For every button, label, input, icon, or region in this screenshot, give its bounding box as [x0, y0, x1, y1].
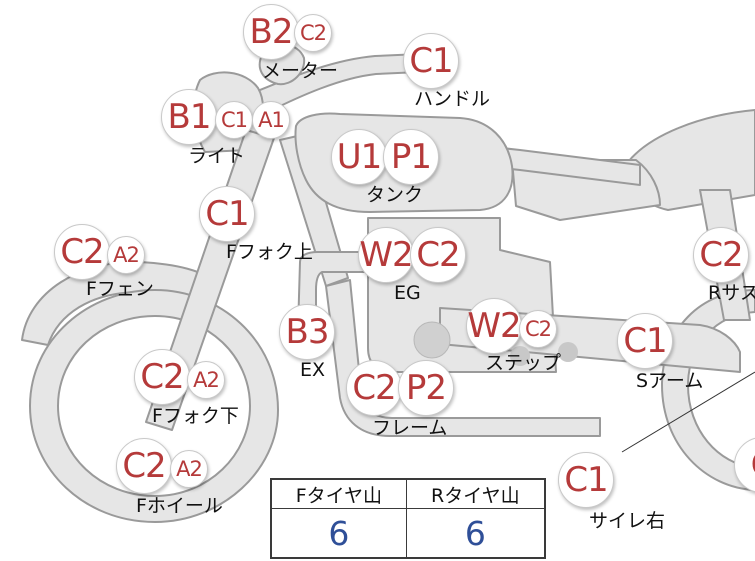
rear-tire-header: Rタイヤ山 — [405, 478, 546, 509]
step-peg-left — [413, 321, 451, 359]
ffender-code-2[interactable]: A2 — [107, 236, 145, 274]
tank-code-1[interactable]: U1 — [331, 129, 387, 185]
handle-label: ハンドル — [414, 88, 491, 110]
fwheel-label: Fホイール — [136, 495, 223, 517]
rsus-label: Rサス — [708, 282, 755, 304]
fwheel-code-1[interactable]: C2 — [116, 438, 172, 494]
step-peg-mid — [510, 346, 530, 366]
meter-code-2[interactable]: C2 — [294, 14, 332, 52]
frame-code-1[interactable]: C2 — [346, 360, 402, 416]
swingarm-label: Sアーム — [636, 370, 704, 392]
ffork-upper-code-1[interactable]: C1 — [199, 186, 255, 242]
engine-code-2[interactable]: C2 — [410, 227, 466, 283]
silencer-right-label: サイレ右 — [589, 510, 666, 532]
light-code-3[interactable]: A1 — [252, 101, 290, 139]
ffork-upper-label: Fフォク上 — [226, 241, 313, 263]
front-tire-header: Fタイヤ山 — [270, 478, 407, 509]
step-code-1[interactable]: W2 — [466, 298, 522, 354]
ffender-code-1[interactable]: C2 — [54, 224, 110, 280]
ffork-lower-label: Fフォク下 — [152, 405, 239, 427]
light-label: ライト — [188, 145, 246, 167]
tank-label: タンク — [366, 184, 424, 206]
fwheel-code-2[interactable]: A2 — [170, 450, 208, 488]
step-label: ステップ — [485, 352, 562, 374]
front-tire-value[interactable]: 6 — [270, 508, 407, 559]
front-wheel-shape — [29, 289, 279, 523]
frame-label: フレーム — [372, 417, 448, 439]
meter-code-1[interactable]: B2 — [243, 4, 299, 60]
meter-label: メーター — [262, 60, 339, 82]
frame-code-2[interactable]: P2 — [398, 360, 454, 416]
ffork-lower-code-1[interactable]: C2 — [134, 349, 190, 405]
step-peg-right — [558, 342, 578, 362]
light-code-2[interactable]: C1 — [215, 101, 253, 139]
silencer-right-code-1[interactable]: C1 — [558, 452, 614, 508]
step-code-2[interactable]: C2 — [519, 310, 557, 348]
tank-code-2[interactable]: P1 — [383, 129, 439, 185]
rear-tire-value[interactable]: 6 — [405, 508, 546, 559]
handle-code-1[interactable]: C1 — [403, 33, 459, 89]
ffender-label: Fフェン — [86, 278, 154, 300]
engine-label: EG — [394, 282, 421, 304]
silencer-leader-line — [621, 371, 755, 453]
exhaust-code-1[interactable]: B3 — [279, 304, 335, 360]
light-code-1[interactable]: B1 — [161, 89, 217, 145]
swingarm-code-1[interactable]: C1 — [617, 313, 673, 369]
exhaust-label: EX — [300, 359, 326, 381]
engine-code-1[interactable]: W2 — [358, 227, 414, 283]
rsus-code-1[interactable]: C2 — [693, 227, 749, 283]
tire-tread-table: Fタイヤ山 Rタイヤ山 6 6 — [270, 478, 546, 559]
ffork-lower-code-2[interactable]: A2 — [187, 361, 225, 399]
